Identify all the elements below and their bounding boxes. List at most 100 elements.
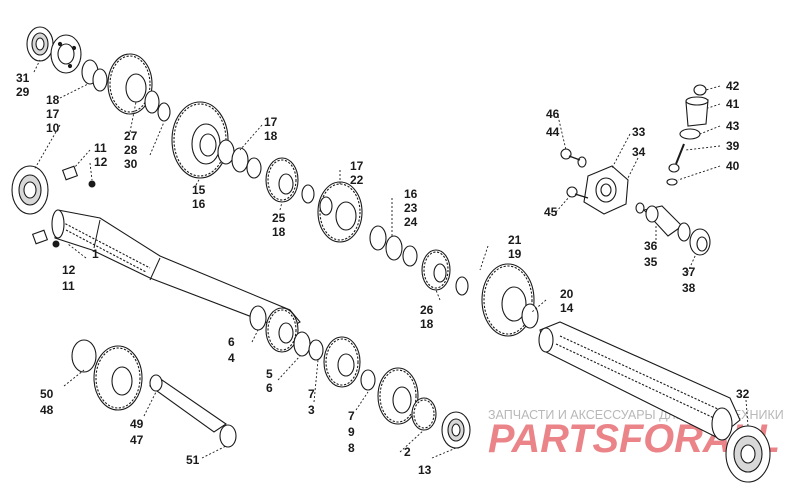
callout-16: 16 xyxy=(192,197,206,211)
callout-42: 42 xyxy=(726,79,740,93)
callout-16b: 16 xyxy=(404,187,418,201)
cover-29 xyxy=(50,34,82,74)
callout-36: 36 xyxy=(644,239,658,253)
gear-25 xyxy=(265,157,299,203)
bolt-44 xyxy=(560,148,581,161)
callout-46: 46 xyxy=(546,107,560,121)
callout-39: 39 xyxy=(726,139,740,153)
cap-42 xyxy=(693,84,707,96)
gear-4 xyxy=(265,307,299,353)
bearing-13 xyxy=(441,411,471,449)
callout-48: 48 xyxy=(40,403,54,417)
callout-11b: 11 xyxy=(62,279,75,293)
bushing-23-24 xyxy=(369,225,418,267)
callout-51: 51 xyxy=(186,453,200,467)
callout-47: 47 xyxy=(130,433,144,447)
callout-12: 12 xyxy=(94,155,108,169)
snap-ring-18-17 xyxy=(81,59,108,92)
bolt-12b xyxy=(52,240,60,248)
callout-17: 17 xyxy=(46,107,60,121)
callout-7: 7 xyxy=(308,387,315,401)
callout-45: 45 xyxy=(544,205,558,219)
snap-ring-18c xyxy=(301,184,315,204)
lock-plate-11a xyxy=(61,165,79,181)
callout-22: 22 xyxy=(350,173,364,187)
callout-15: 15 xyxy=(192,183,206,197)
callout-labels: 31 29 18 17 10 11 12 27 28 30 15 16 17 1… xyxy=(16,71,750,477)
bushing-20 xyxy=(521,303,539,329)
callout-2: 2 xyxy=(404,445,411,459)
callout-44: 44 xyxy=(546,125,560,139)
callout-5: 5 xyxy=(266,367,273,381)
callout-23: 23 xyxy=(404,201,418,215)
washer-40 xyxy=(666,178,678,186)
bearing-32 xyxy=(725,425,771,483)
callout-19: 19 xyxy=(508,247,522,261)
callout-17b: 17 xyxy=(264,115,278,129)
o-ring-43 xyxy=(679,128,701,140)
washer-46 xyxy=(577,156,587,168)
callout-49: 49 xyxy=(130,417,144,431)
gear-26 xyxy=(421,249,451,291)
callout-14: 14 xyxy=(560,301,574,315)
callout-18b: 18 xyxy=(264,129,278,143)
callout-20: 20 xyxy=(560,287,574,301)
callout-32: 32 xyxy=(736,387,750,401)
bearing-10 xyxy=(11,165,49,215)
washer-7b xyxy=(360,369,376,391)
idler-shaft-47 xyxy=(148,374,227,433)
callout-34: 34 xyxy=(632,145,646,159)
callout-18: 18 xyxy=(46,93,60,107)
shift-housing-33 xyxy=(583,165,629,215)
washer-17c xyxy=(319,196,333,216)
idler-gear-48 xyxy=(71,339,143,411)
bushing-17-18 xyxy=(217,139,262,179)
callout-28: 28 xyxy=(124,143,138,157)
callout-41: 41 xyxy=(726,97,740,111)
seal-34 xyxy=(635,202,645,214)
callout-27: 27 xyxy=(124,129,138,143)
gear-2 xyxy=(411,397,437,431)
callout-43: 43 xyxy=(726,119,740,133)
gear-19 xyxy=(481,263,535,337)
bushing-5 xyxy=(293,331,324,361)
gear-22 xyxy=(317,181,363,243)
callout-35: 35 xyxy=(644,255,658,269)
callout-6: 6 xyxy=(228,335,235,349)
callout-18d: 18 xyxy=(420,317,434,331)
callout-26: 26 xyxy=(420,303,434,317)
sleeve-41 xyxy=(685,96,709,127)
callout-18c: 18 xyxy=(272,225,286,239)
switch-39 xyxy=(668,143,685,173)
snap-ring-18d xyxy=(455,276,469,296)
plug-38 xyxy=(689,228,711,256)
lock-plate-11b xyxy=(31,229,49,245)
callout-1: 1 xyxy=(92,247,99,261)
callout-8: 8 xyxy=(348,441,355,455)
callout-10: 10 xyxy=(46,121,60,135)
callout-30: 30 xyxy=(124,157,138,171)
washer-6-4 xyxy=(249,305,267,331)
callout-17c: 17 xyxy=(350,159,364,173)
callout-38: 38 xyxy=(682,281,696,295)
gear-3 xyxy=(323,336,361,388)
callout-6b: 6 xyxy=(266,381,273,395)
callout-50: 50 xyxy=(40,387,54,401)
callout-31: 31 xyxy=(16,71,30,85)
o-ring-37 xyxy=(677,222,691,242)
callout-12b: 12 xyxy=(62,263,76,277)
callout-29: 29 xyxy=(16,85,30,99)
callout-7b: 7 xyxy=(348,409,355,423)
gear-8 xyxy=(377,367,419,425)
callout-9: 9 xyxy=(348,425,355,439)
callout-4: 4 xyxy=(228,351,235,365)
shift-shaft-36 xyxy=(642,205,683,237)
callout-3: 3 xyxy=(308,403,315,417)
callout-13: 13 xyxy=(418,463,432,477)
callout-33: 33 xyxy=(632,125,646,139)
callout-25: 25 xyxy=(272,211,286,225)
callout-40: 40 xyxy=(726,159,740,173)
callout-24: 24 xyxy=(404,215,418,229)
callout-37: 37 xyxy=(682,265,696,279)
